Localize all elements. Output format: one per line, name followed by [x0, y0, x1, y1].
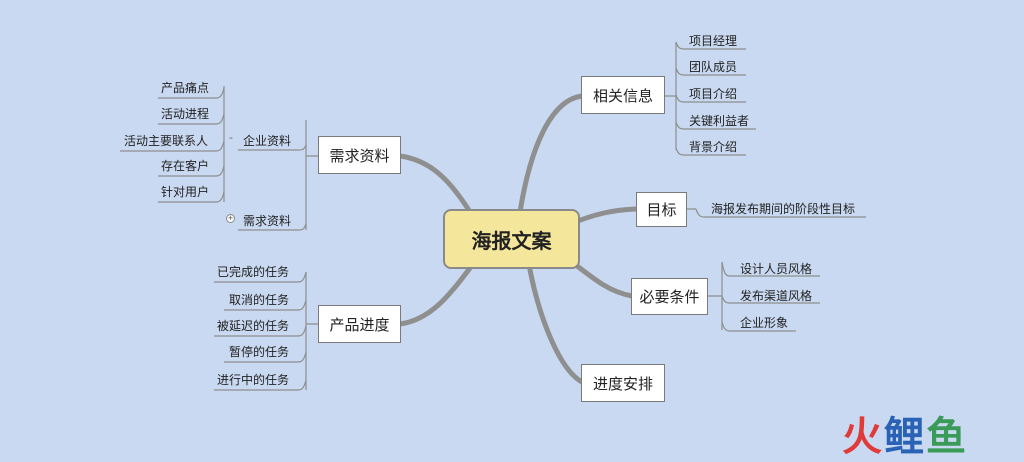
subtopic-demand[interactable]: 需求资料: [243, 214, 292, 228]
topic-req-label: 必要条件: [639, 288, 700, 306]
topic-progress-label: 产品进度: [329, 315, 390, 334]
leaf-company-1[interactable]: 产品痛点: [161, 81, 210, 95]
leaf-company-5[interactable]: 针对用户: [161, 185, 210, 199]
leaf-info-5[interactable]: 背景介绍: [689, 140, 738, 154]
expand-icon[interactable]: +: [226, 214, 235, 223]
topic-info[interactable]: 相关信息: [581, 76, 665, 114]
leaf-progress-3[interactable]: 被延迟的任务: [217, 319, 290, 333]
watermark-logo: 火鲤鱼: [842, 404, 968, 462]
watermark-char-2: 鲤: [884, 414, 926, 460]
leaf-progress-1[interactable]: 已完成的任务: [217, 265, 290, 279]
topic-demand[interactable]: 需求资料: [318, 136, 401, 174]
subtopic-company[interactable]: 企业资料: [243, 134, 292, 148]
leaf-info-2[interactable]: 团队成员: [689, 60, 738, 74]
connector-progress: [397, 265, 473, 327]
watermark-char-1: 火: [842, 414, 884, 460]
leaf-info-3[interactable]: 项目介绍: [689, 87, 738, 101]
topic-demand-label: 需求资料: [329, 146, 390, 165]
leaf-company-2[interactable]: 活动进程: [161, 107, 210, 121]
central-topic-label: 海报文案: [471, 228, 552, 253]
connector-req: [569, 259, 635, 299]
connector-demand: [397, 153, 473, 215]
watermark-char-3: 鱼: [926, 414, 968, 460]
leaf-info-4[interactable]: 关键利益者: [689, 114, 750, 128]
leaf-company-4[interactable]: 存在客户: [161, 159, 210, 173]
topic-goal-label: 目标: [646, 201, 677, 219]
topic-goal[interactable]: 目标: [636, 192, 687, 227]
topic-sched[interactable]: 进度安排: [581, 364, 665, 402]
leaf-company-3[interactable]: 活动主要联系人: [124, 134, 209, 148]
topic-req[interactable]: 必要条件: [631, 278, 708, 315]
topic-sched-label: 进度安排: [592, 374, 653, 393]
collapse-dash: -: [229, 131, 233, 144]
leaf-goal-1[interactable]: 海报发布期间的阶段性目标: [711, 202, 856, 216]
connector-info: [517, 93, 585, 215]
leaf-req-3[interactable]: 企业形象: [740, 316, 789, 330]
central-topic[interactable]: 海报文案: [443, 209, 580, 269]
topic-info-label: 相关信息: [592, 86, 653, 105]
leaf-info-1[interactable]: 项目经理: [689, 34, 738, 48]
leaf-progress-5[interactable]: 进行中的任务: [217, 373, 290, 387]
leaf-progress-4[interactable]: 暂停的任务: [229, 345, 290, 359]
leaf-progress-2[interactable]: 取消的任务: [229, 293, 290, 307]
leaf-req-2[interactable]: 发布渠道风格: [740, 289, 813, 303]
connector-sched: [527, 267, 585, 385]
leaf-req-1[interactable]: 设计人员风格: [740, 262, 813, 276]
topic-progress[interactable]: 产品进度: [318, 305, 401, 343]
